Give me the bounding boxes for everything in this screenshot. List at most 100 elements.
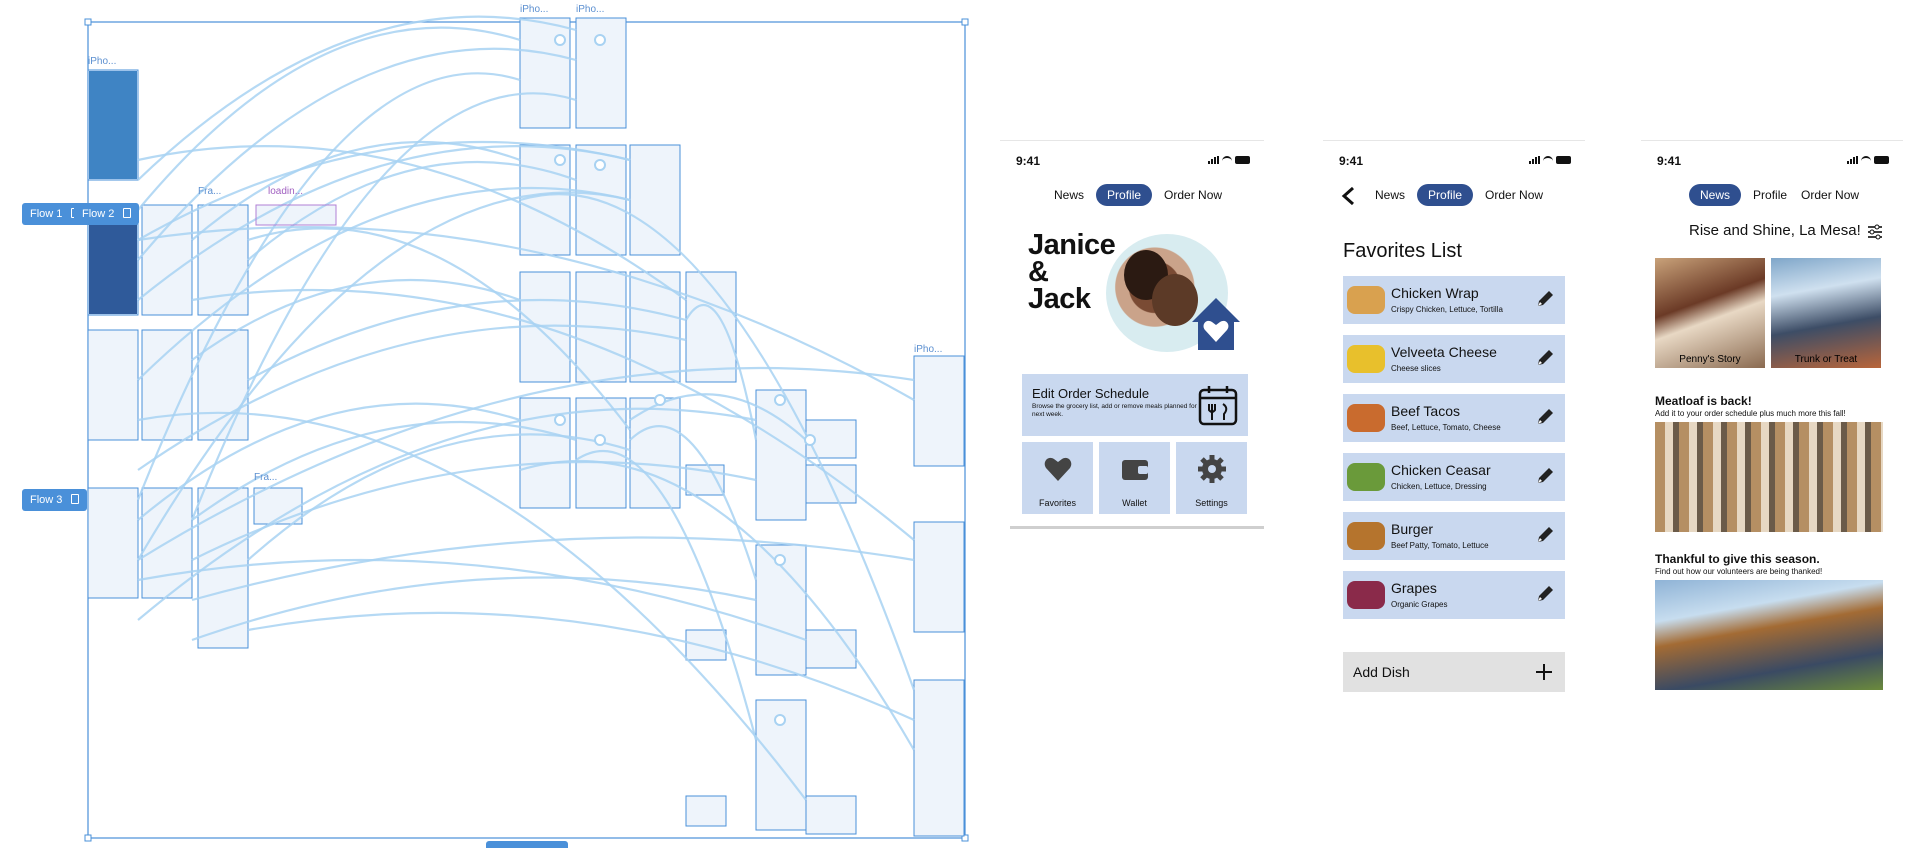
prototype-connection[interactable]	[137, 558, 807, 642]
story-pennys-story[interactable]: Penny's Story	[1655, 258, 1765, 368]
prototype-connection[interactable]	[191, 288, 915, 541]
prototype-connection[interactable]	[519, 193, 916, 691]
nav-profile[interactable]: Profile	[1753, 188, 1788, 202]
screen-frame[interactable]	[87, 487, 139, 599]
prototype-connection[interactable]	[137, 407, 757, 621]
prototype-connection[interactable]	[137, 140, 631, 241]
prototype-connection[interactable]	[191, 420, 577, 521]
nav-profile-active[interactable]: Profile	[1096, 184, 1153, 206]
flow-3-tag[interactable]: Flow 3	[22, 489, 88, 511]
screen-frame[interactable]	[685, 629, 727, 661]
prototype-connection[interactable]	[137, 145, 631, 301]
prototype-connection[interactable]	[136, 72, 521, 501]
flow-2-tag[interactable]: Flow 2	[74, 203, 140, 225]
prototype-connection[interactable]	[137, 191, 631, 561]
filter-sliders-icon[interactable]	[1867, 224, 1883, 240]
screen-frame[interactable]	[685, 795, 727, 827]
prototype-connection[interactable]	[685, 303, 758, 441]
screen-frame[interactable]	[685, 271, 737, 383]
favorites-tile[interactable]: Favorites	[1022, 442, 1093, 514]
frame-label[interactable]: iPho...	[88, 56, 117, 67]
prototype-connection[interactable]	[137, 26, 521, 211]
prototype-connection[interactable]	[191, 576, 757, 642]
prototype-connection[interactable]	[137, 47, 577, 261]
edit-order-schedule-card[interactable]: Edit Order Schedule Browse the grocery l…	[1022, 374, 1248, 436]
loading-frame-label[interactable]: loadin...	[268, 186, 304, 197]
prototype-connection[interactable]	[137, 402, 521, 521]
nav-news[interactable]: News	[1054, 188, 1085, 202]
prototype-connection[interactable]	[191, 278, 521, 361]
hotspot-dot[interactable]	[774, 554, 786, 566]
prototype-connection[interactable]	[191, 536, 915, 602]
edit-pencil-icon[interactable]	[1535, 289, 1555, 309]
prototype-connection[interactable]	[191, 460, 757, 561]
add-dish-button[interactable]: Add Dish	[1343, 652, 1565, 692]
prototype-connection[interactable]	[629, 393, 807, 441]
frame-label[interactable]: Fra...	[198, 186, 222, 197]
edit-pencil-icon[interactable]	[1535, 466, 1555, 486]
flow-1-tag[interactable]: Flow 1	[22, 203, 88, 225]
nav-order-now[interactable]: Order Now	[1164, 188, 1223, 202]
nav-profile-active[interactable]: Profile	[1417, 184, 1474, 206]
hotspot-dot[interactable]	[594, 434, 606, 446]
prototype-connection[interactable]	[629, 425, 758, 581]
prototype-connection[interactable]	[247, 227, 631, 431]
screen-frame[interactable]	[805, 464, 857, 504]
prototype-connection[interactable]	[575, 449, 758, 741]
nav-news[interactable]: News	[1375, 188, 1406, 202]
prototype-connection[interactable]	[137, 145, 687, 301]
nav-order-now[interactable]: Order Now	[1801, 188, 1860, 202]
screen-frame[interactable]	[805, 629, 857, 669]
prototype-connection[interactable]	[137, 324, 687, 471]
prototype-connection[interactable]	[137, 411, 807, 801]
back-arrow-icon[interactable]	[1341, 186, 1355, 206]
hotspot-dot[interactable]	[804, 434, 816, 446]
prototype-connection[interactable]	[137, 15, 577, 181]
screen-frame[interactable]	[913, 355, 965, 467]
meatloaf-photo[interactable]	[1655, 422, 1883, 532]
screen-frame[interactable]	[141, 204, 193, 316]
prototype-connection[interactable]	[137, 186, 631, 381]
prototype-connection[interactable]	[247, 298, 687, 381]
story-trunk-or-treat[interactable]: Trunk or Treat	[1771, 258, 1881, 368]
screen-frame[interactable]	[87, 329, 139, 441]
iphone-home-thumbnail[interactable]	[89, 71, 137, 179]
frame-label[interactable]: Fra...	[254, 472, 278, 483]
screen-frame[interactable]	[629, 144, 681, 256]
hotspot-dot[interactable]	[654, 394, 666, 406]
prototype-connection[interactable]	[137, 366, 915, 561]
screen-frame[interactable]	[629, 397, 681, 509]
prototype-connection[interactable]	[247, 611, 915, 722]
frame-label[interactable]: iPho...	[576, 4, 605, 15]
edit-pencil-icon[interactable]	[1535, 584, 1555, 604]
prototype-connection[interactable]	[137, 226, 915, 401]
loading-frame[interactable]	[255, 204, 337, 226]
edit-pencil-icon[interactable]	[1535, 407, 1555, 427]
hotspot-dot[interactable]	[554, 414, 566, 426]
wallet-tile[interactable]: Wallet	[1099, 442, 1170, 514]
selection-handle[interactable]	[84, 18, 92, 26]
hotspot-dot[interactable]	[774, 394, 786, 406]
frame-label[interactable]: iPho...	[914, 344, 943, 355]
screen-frame[interactable]	[519, 17, 571, 129]
hotspot-dot[interactable]	[594, 159, 606, 171]
settings-tile[interactable]: Settings	[1176, 442, 1247, 514]
prototype-connection[interactable]	[190, 92, 577, 521]
hotspot-dot[interactable]	[554, 154, 566, 166]
nav-order-now[interactable]: Order Now	[1485, 188, 1544, 202]
screen-frame[interactable]	[141, 329, 193, 441]
screen-frame[interactable]	[197, 329, 249, 441]
screen-frame[interactable]	[805, 795, 857, 835]
hotspot-dot[interactable]	[774, 714, 786, 726]
hotspot-dot[interactable]	[594, 34, 606, 46]
screen-frame[interactable]	[913, 679, 965, 837]
selection-handle[interactable]	[84, 834, 92, 842]
hotspot-dot[interactable]	[554, 34, 566, 46]
screen-frame[interactable]	[913, 521, 965, 633]
